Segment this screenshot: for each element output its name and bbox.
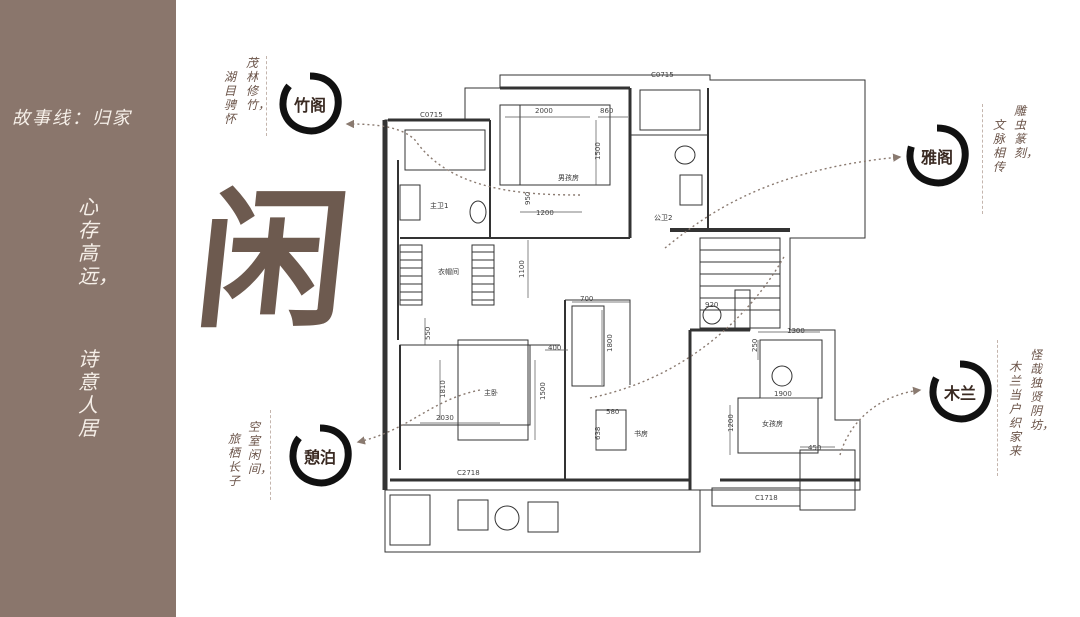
poem-line-2: 诗意人居: [78, 347, 98, 440]
dim-2030: 2030: [436, 414, 454, 422]
dim-1810: 1810: [439, 380, 447, 398]
story-sidebar: 故事线：归家 心存高远， 诗意人居: [0, 0, 176, 617]
dim-1200: 1200: [536, 209, 554, 217]
badge-jibo: 憩泊: [288, 424, 352, 488]
divider-line: [266, 56, 267, 136]
ink-circle-icon: [289, 424, 352, 487]
dim-1500b: 1500: [539, 382, 547, 400]
arrow-to-yage: [664, 153, 902, 249]
dim-860: 860: [600, 107, 613, 115]
dim-920: 920: [705, 301, 718, 309]
dim-1200b: 1200: [727, 414, 735, 432]
ink-circle-icon: [906, 124, 969, 187]
arrow-to-mulan: [839, 386, 922, 456]
jibo-poem-b: 旅栖长子: [228, 432, 241, 488]
arrow-to-zhuge: [345, 119, 581, 196]
window-code-3: C2718: [457, 469, 480, 477]
badge-label: 竹阁: [293, 96, 326, 115]
badge-label: 雅阁: [920, 148, 953, 167]
room-label-master-bedroom: 主卧: [484, 388, 498, 397]
divider-line: [997, 340, 998, 476]
dim-1300: 1300: [787, 327, 805, 335]
mulan-poem-b: 木兰当户织家来: [1009, 360, 1022, 458]
yage-poem-a: 雕虫篆刻，: [1014, 104, 1039, 160]
badge-zhuge: 竹阁: [278, 72, 342, 136]
dim-250: 250: [751, 339, 759, 352]
room-label-study: 书房: [634, 429, 648, 438]
room-label-master-bath: 主卫1: [430, 201, 448, 210]
dim-638: 638: [594, 427, 602, 440]
divider-line: [982, 104, 983, 214]
room-label-public-bath: 公卫2: [654, 214, 672, 222]
window-code-2: C0715: [651, 71, 674, 79]
zhuge-poem-a: 茂林修竹，: [246, 56, 271, 112]
arrow-stair-path: [589, 254, 786, 399]
storyline-title: 故事线：归家: [12, 108, 132, 129]
badge-label: 木兰: [943, 384, 976, 403]
jibo-poem-a: 空室闲间，: [248, 420, 273, 476]
dim-550: 550: [424, 327, 432, 340]
divider-line: [270, 410, 271, 500]
room-label-boys: 男孩房: [558, 173, 579, 182]
zhuge-poem-b: 湖目骋怀: [224, 70, 237, 126]
dim-450: 450: [808, 444, 821, 452]
dim-1100: 1100: [518, 260, 526, 278]
ink-circle-icon: [279, 72, 342, 135]
window-code-1: C0715: [420, 111, 443, 119]
room-label-girls: 女孩房: [762, 419, 783, 428]
ink-circle-icon: [929, 360, 992, 423]
dim-950: 950: [524, 192, 532, 205]
dim-1900: 1900: [774, 390, 792, 398]
dim-1500: 1500: [594, 142, 602, 160]
dim-1800: 1800: [606, 334, 614, 352]
dim-2000: 2000: [535, 107, 553, 115]
yage-poem-b: 文脉相传: [993, 118, 1006, 174]
room-label-closet: 衣帽间: [438, 267, 459, 276]
mulan-poem-a: 怪哉独贤阴坊，: [1030, 348, 1055, 432]
arrow-to-jibo: [356, 389, 481, 445]
dim-700: 700: [580, 295, 593, 303]
dim-400: 400: [548, 344, 561, 352]
badge-mulan: 木兰: [928, 360, 992, 424]
badge-yage: 雅阁: [905, 124, 969, 188]
dim-580: 580: [606, 408, 619, 416]
badge-label: 憩泊: [303, 448, 336, 467]
window-code-4: C1718: [755, 494, 778, 502]
